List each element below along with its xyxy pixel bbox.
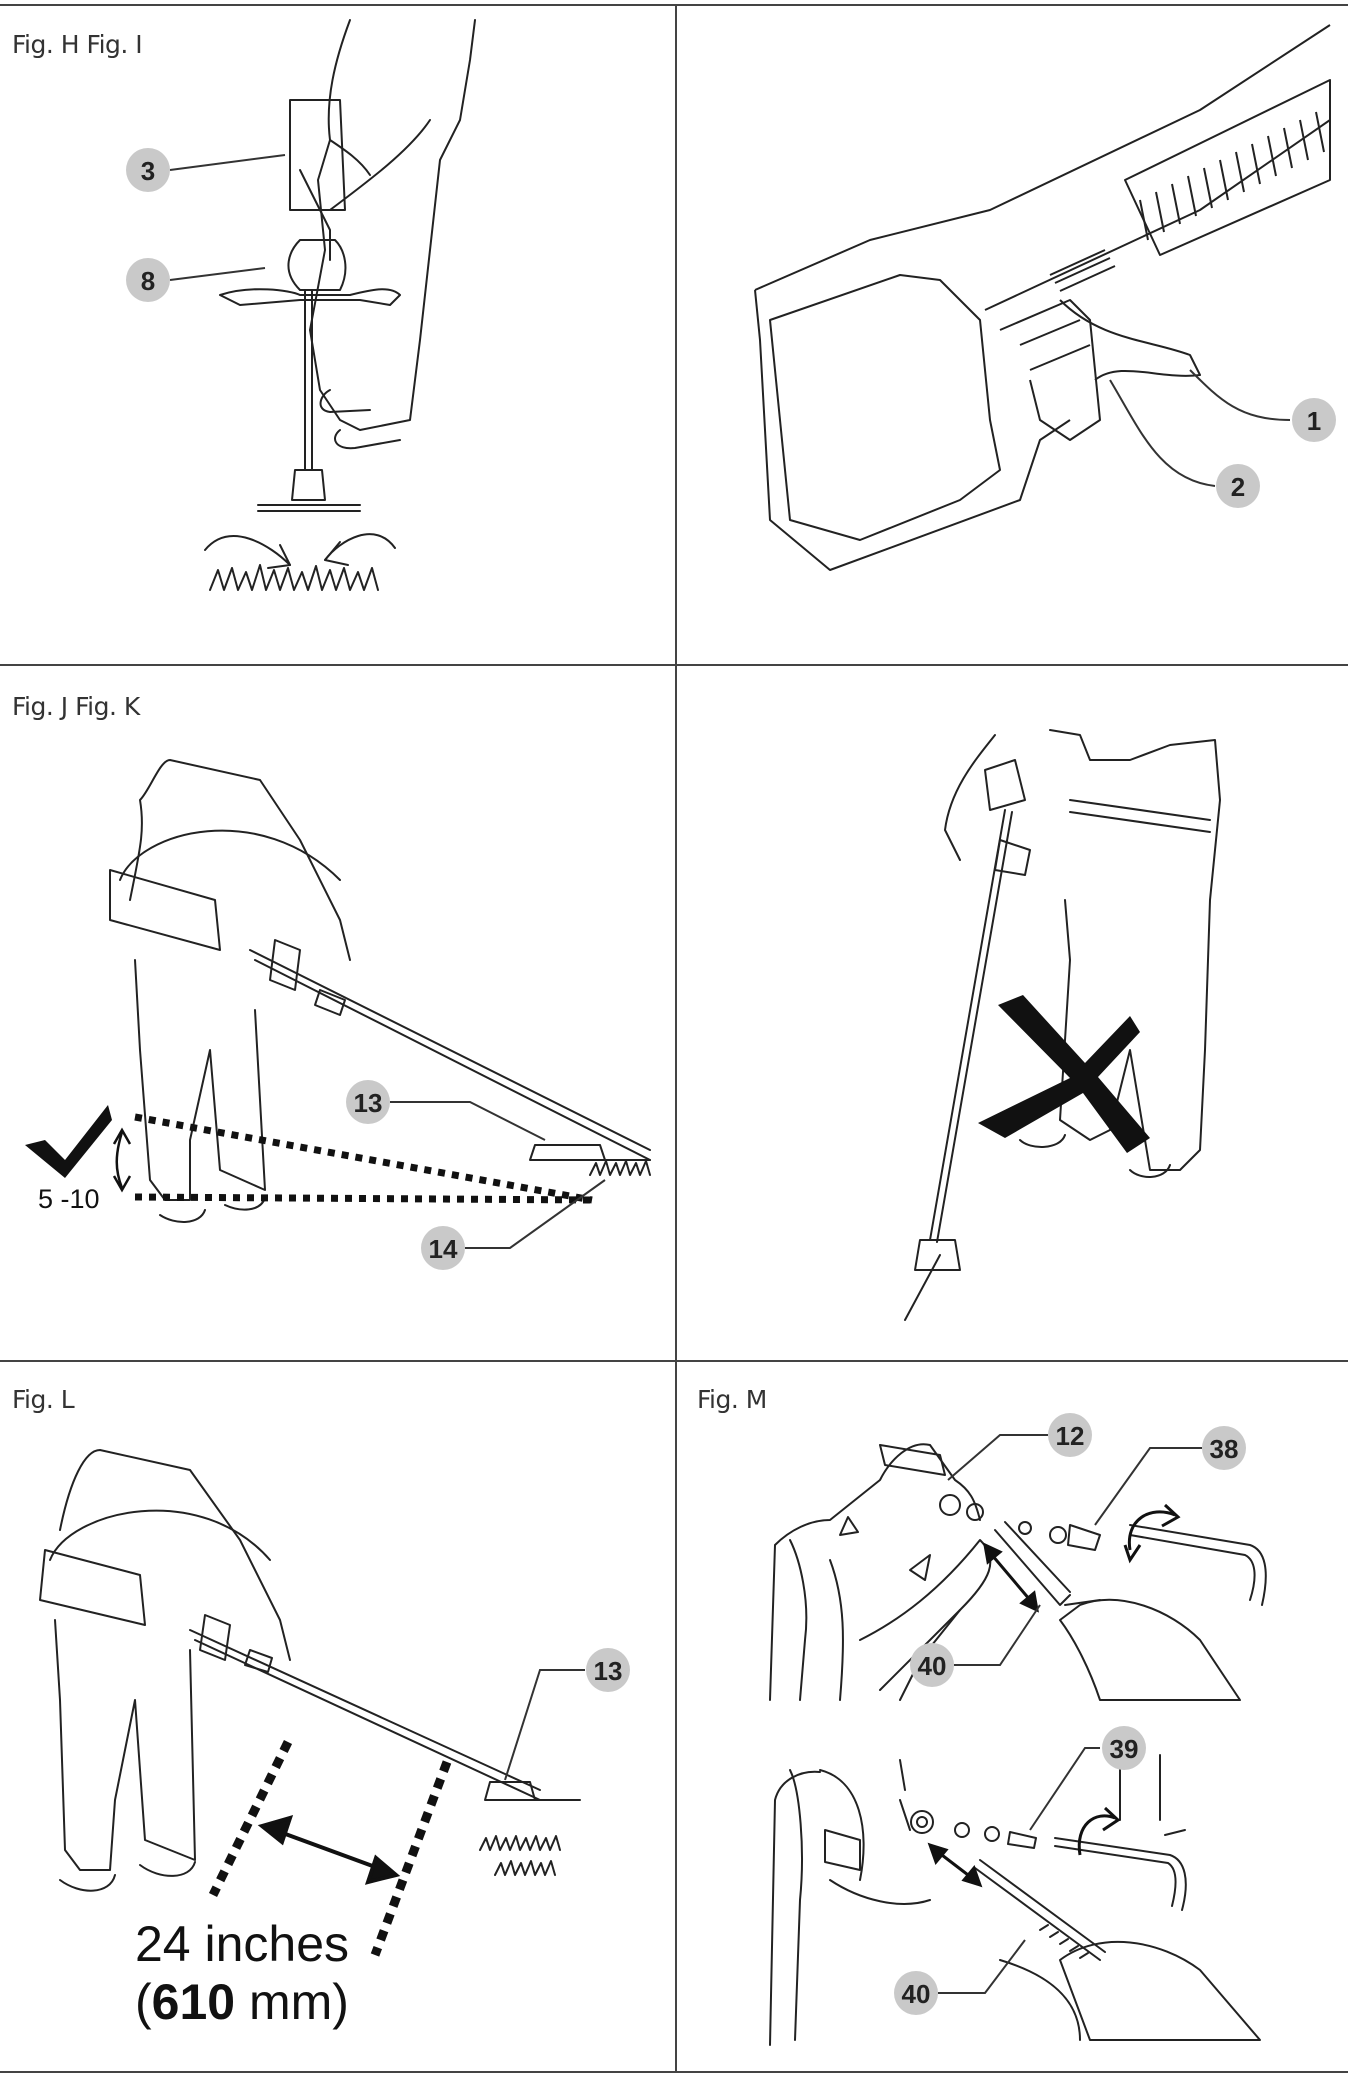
fig-l-distance-lines	[208, 1740, 452, 1957]
callout-38-badge	[1202, 1426, 1246, 1470]
callout-40-top-badge	[910, 1643, 954, 1687]
fig-i-illustration	[754, 24, 1331, 571]
check-icon	[25, 1105, 112, 1178]
callout-14: 14	[429, 1234, 458, 1264]
callout-38: 38	[1210, 1434, 1239, 1464]
fig-i-callouts: 1 2	[1109, 369, 1336, 508]
curved-arrow-icon	[1123, 1503, 1181, 1564]
callout-2: 2	[1231, 472, 1245, 502]
fig-j-k-label: Fig. J Fig. K	[12, 692, 140, 721]
distance-label: 24 inches (610 mm)	[135, 1915, 349, 2031]
angle-range-label: 5 -10	[38, 1184, 100, 1214]
curved-arrow-icon-bottom	[1077, 1806, 1121, 1856]
fig-j-range-arrow	[112, 1127, 132, 1193]
distance-open: (	[135, 1974, 152, 2030]
fig-k-illustration	[904, 729, 1221, 1321]
fig-l-label: Fig. L	[12, 1385, 75, 1414]
callout-13: 13	[354, 1088, 383, 1118]
fig-m-top-illustration	[769, 1443, 1267, 1701]
distance-line1: 24 inches	[135, 1916, 350, 1972]
distance-unit: mm)	[235, 1974, 349, 2030]
double-arrow-icon	[257, 1815, 401, 1885]
fig-l-illustration	[39, 1449, 581, 1892]
callout-14-badge	[421, 1226, 465, 1270]
fig-m-label: Fig. M	[697, 1385, 767, 1414]
distance-value: 610	[151, 1974, 236, 2030]
fig-m-double-arrow-top	[983, 1542, 1039, 1613]
cross-icon	[978, 995, 1150, 1153]
callout-8: 8	[141, 266, 155, 296]
callout-12-badge	[1048, 1413, 1092, 1457]
fig-h-callouts: 3 8	[126, 148, 286, 302]
callout-12: 12	[1056, 1421, 1085, 1451]
callout-13-l-badge	[586, 1648, 630, 1692]
fig-h-i-label: Fig. H Fig. I	[12, 30, 143, 59]
fig-l-callouts: 13	[504, 1648, 630, 1781]
fig-j-callouts: 13 14	[346, 1080, 606, 1270]
callout-13-badge	[346, 1080, 390, 1124]
panel-grid	[0, 4, 1348, 2073]
callout-40-top: 40	[918, 1651, 947, 1681]
callout-8-badge	[126, 258, 170, 302]
callout-40-bottom-badge	[894, 1971, 938, 2015]
fig-j-illustration	[109, 759, 651, 1223]
callout-39: 39	[1110, 1734, 1139, 1764]
callout-39-badge	[1102, 1726, 1146, 1770]
callout-2-badge	[1216, 464, 1260, 508]
callout-1: 1	[1307, 406, 1321, 436]
fig-m-top-callouts: 12 38 40	[910, 1413, 1246, 1687]
callout-1-badge	[1292, 398, 1336, 442]
callout-13-l: 13	[594, 1656, 623, 1686]
fig-m-bottom-illustration	[769, 1754, 1261, 2046]
distance-line2: (610 mm)	[135, 1973, 349, 2031]
callout-40-bottom: 40	[902, 1979, 931, 2009]
fig-h-illustration	[204, 19, 476, 591]
fig-j-angle-lines	[134, 1113, 593, 1204]
callout-3-badge	[126, 148, 170, 192]
callout-3: 3	[141, 156, 155, 186]
fig-m-double-arrow-bottom	[927, 1842, 983, 1888]
fig-m-bottom-callouts: 39 40	[894, 1726, 1146, 2015]
